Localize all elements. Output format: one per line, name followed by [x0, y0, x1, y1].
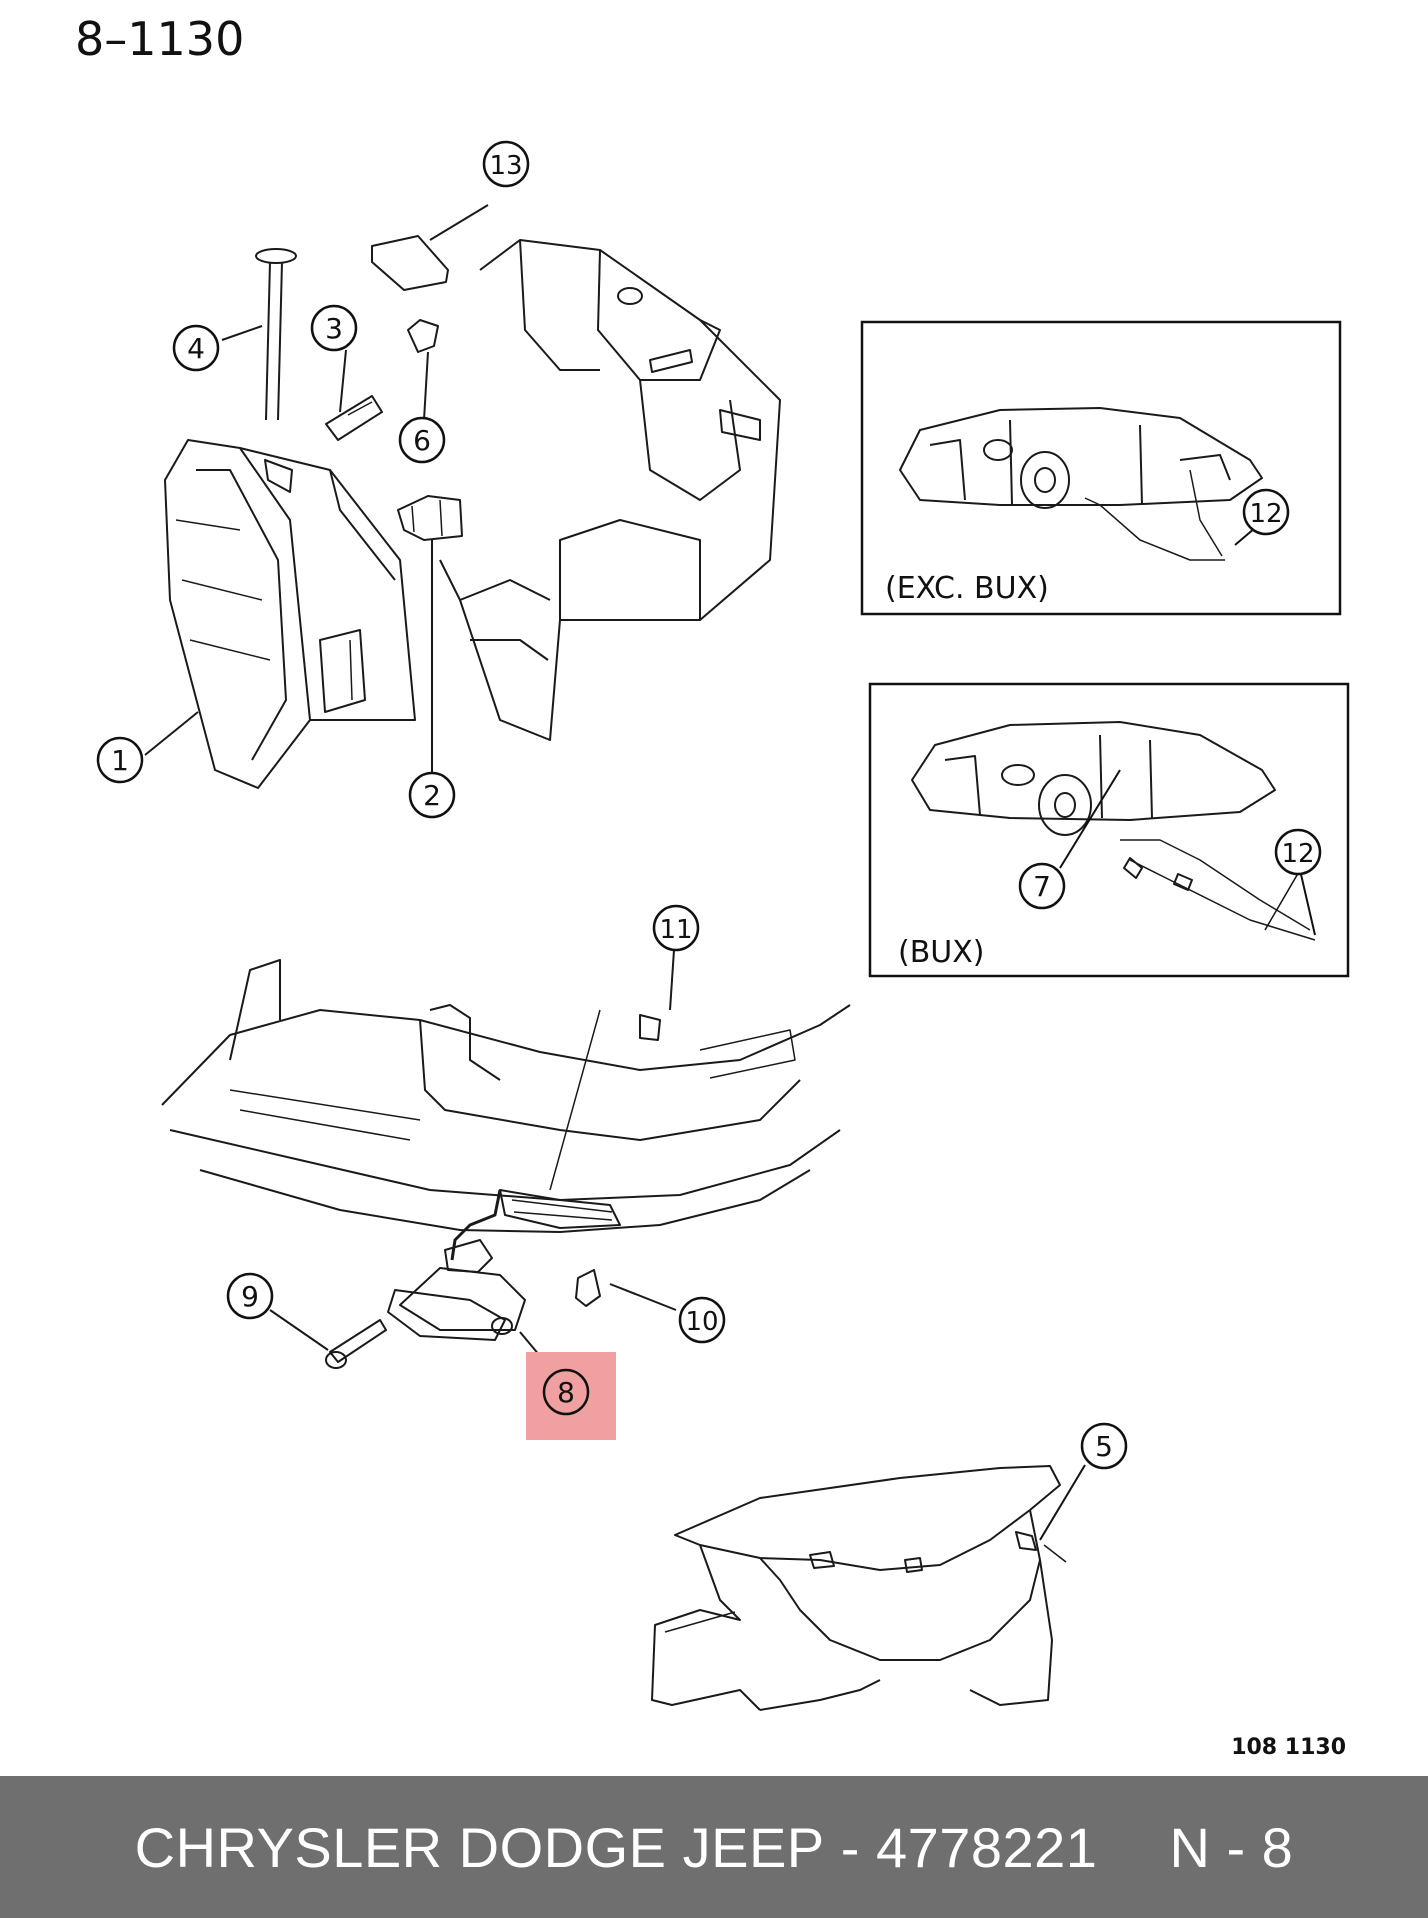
- leader-line-5: [1039, 1464, 1086, 1541]
- svg-text:10: 10: [685, 1307, 718, 1337]
- inset-bux: 7 12 (BUX): [868, 682, 1350, 978]
- callout-9: 9: [226, 1272, 274, 1320]
- callout-1: 1: [96, 736, 144, 784]
- svg-text:8: 8: [557, 1376, 575, 1409]
- inset-label-bux: (BUX): [898, 935, 985, 970]
- callout-4: 4: [172, 324, 220, 372]
- svg-text:2: 2: [423, 779, 441, 812]
- brand-text: CHRYSLER DODGE JEEP: [134, 1815, 825, 1879]
- headlamp-assembly-drawing: [164, 235, 781, 789]
- svg-text:7: 7: [1033, 870, 1051, 903]
- callout-13: 13: [482, 140, 530, 188]
- callout-5: 5: [1080, 1422, 1128, 1470]
- highlight-box-callout-8: [526, 1352, 616, 1440]
- callout-3: 3: [310, 304, 358, 352]
- part-number-text: 4778221: [875, 1815, 1098, 1879]
- page-reference-text: N - 8: [1169, 1815, 1294, 1879]
- part-info-banner: CHRYSLER DODGE JEEP - 4778221 N - 8: [0, 1776, 1428, 1918]
- front-fascia-drawing: [161, 959, 851, 1233]
- svg-text:9: 9: [241, 1280, 259, 1313]
- separator-text: -: [840, 1815, 860, 1879]
- fender-drawing: [651, 1465, 1067, 1711]
- svg-text:4: 4: [187, 332, 205, 365]
- svg-text:5: 5: [1095, 1430, 1113, 1463]
- svg-text:13: 13: [489, 151, 522, 181]
- callout-7: 7: [1018, 862, 1066, 910]
- callout-10: 10: [678, 1296, 726, 1344]
- callout-12-bux: 12: [1274, 828, 1322, 876]
- inset-exc-bux: 12 (EXC. BUX): [860, 320, 1342, 616]
- leader-lines-top: [144, 204, 489, 775]
- svg-text:12: 12: [1281, 839, 1314, 869]
- svg-text:11: 11: [659, 915, 692, 945]
- side-marker-lamp-drawing: [325, 1189, 601, 1369]
- parts-diagram: 8–1130: [75, 12, 1350, 1760]
- svg-text:12: 12: [1249, 499, 1282, 529]
- leader-lines-middle: [269, 949, 677, 1369]
- callout-2: 2: [408, 771, 456, 819]
- callout-6: 6: [398, 416, 446, 464]
- inset-label-exc-bux: (EXC. BUX): [885, 571, 1049, 606]
- callout-11: 11: [652, 904, 700, 952]
- svg-text:1: 1: [111, 744, 129, 777]
- svg-text:3: 3: [325, 312, 343, 345]
- callout-8: 8: [542, 1368, 590, 1416]
- svg-text:6: 6: [413, 424, 431, 457]
- diagram-code: 8–1130: [75, 12, 244, 66]
- callout-12-exc-bux: 12: [1242, 488, 1290, 536]
- diagram-footer-code: 108 1130: [1231, 1735, 1346, 1760]
